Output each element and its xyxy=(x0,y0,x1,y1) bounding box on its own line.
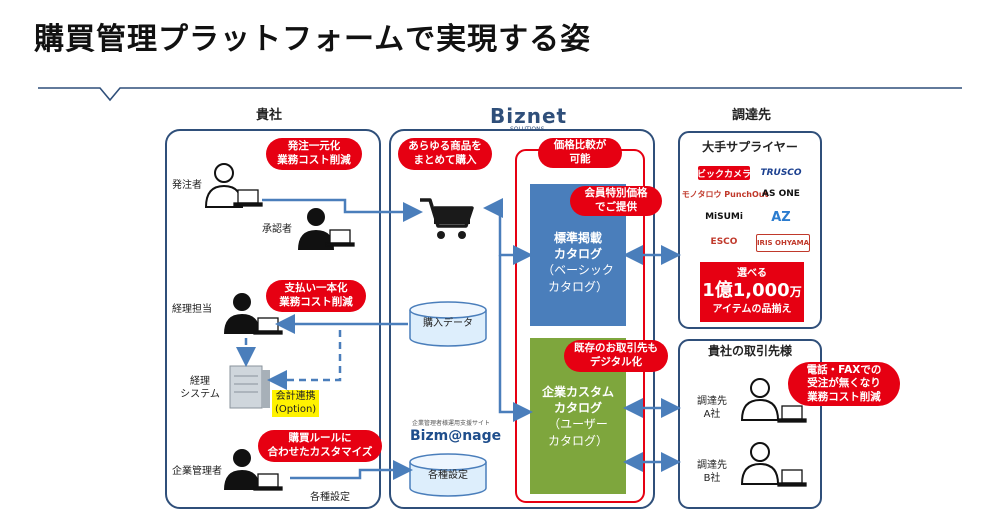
logo-monotaro: モノタロウ PunchOut xyxy=(681,189,769,199)
catalog-standard-label: 標準掲載 カタログ （ベーシック カタログ） xyxy=(542,231,614,294)
system-label: 経理システム xyxy=(180,376,220,400)
logo-misumi: MiSUMi xyxy=(705,212,743,222)
orderer-label: 発注者 xyxy=(172,180,202,191)
choose-label: 選べる xyxy=(737,268,767,279)
logo-bic: ビックカメラ xyxy=(697,166,751,180)
bubble-payment-unify: 支払い一本化業務コスト削減 xyxy=(266,280,366,312)
logo-iris: IRIS OHYAMA xyxy=(756,234,810,252)
admin-label: 企業管理者 xyxy=(172,466,222,477)
person-icon-accounting xyxy=(224,293,260,334)
partners-box xyxy=(678,339,822,509)
catalog-custom-label: 企業カスタム カタログ （ユーザー カタログ） xyxy=(541,385,614,448)
arrow-cart-standard xyxy=(483,198,533,265)
bubble-purchase-rule: 購買ルールに合わせたカスタマイズ xyxy=(258,430,382,462)
assortment-label: アイテムの品揃え xyxy=(712,304,792,315)
person-icon-supplier-b xyxy=(740,442,780,485)
section-right-title: 調達先 xyxy=(732,108,772,123)
logo-esco: ESCO xyxy=(710,237,738,247)
bubble-price-compare: 価格比較が可能 xyxy=(538,138,622,168)
suppliers-title: 大手サプライヤー xyxy=(702,140,798,154)
biznet-logo-sub: SOLUTIONS xyxy=(510,126,545,133)
purchase-data-db xyxy=(409,301,487,347)
page-title: 購買管理プラットフォームで実現する姿 xyxy=(34,22,592,57)
logo-az: AZ xyxy=(771,209,791,225)
bubble-existing-digital: 既存のお取引先もデジタル化 xyxy=(564,340,668,372)
server-icon xyxy=(229,365,270,409)
bizmanage-caption: 企業管理者様運用支援サイト xyxy=(412,420,491,427)
bubble-fax-reduction: 電話・FAXでの受注が無くなり業務コスト削減 xyxy=(788,362,900,406)
cart-icon xyxy=(420,198,474,239)
biznet-logo: Biznet xyxy=(490,104,568,128)
arrow-admin-settings xyxy=(290,460,413,480)
section-left-title: 貴社 xyxy=(256,108,283,123)
person-icon-admin xyxy=(224,449,260,490)
item-count-badge xyxy=(700,262,804,322)
arrow-cart-custom xyxy=(498,255,533,422)
accounting-link-badge: 会計連携(Option) xyxy=(272,390,320,417)
accounting-label: 経理担当 xyxy=(172,304,212,315)
laptop-icon xyxy=(233,189,807,491)
arrow-orderer-cart xyxy=(262,198,423,222)
logo-asone: AS ONE xyxy=(762,189,800,199)
person-icon-supplier-a xyxy=(740,378,780,421)
settings-label: 各種設定 xyxy=(310,492,350,503)
logo-trusco: TRUSCO xyxy=(760,168,802,178)
bizmanage-logo: Bizm@nage xyxy=(410,428,502,444)
dashed-arrow-data-system xyxy=(267,330,342,390)
title-divider xyxy=(38,87,962,102)
partners-title: 貴社の取引先様 xyxy=(707,344,792,358)
approver-label: 承認者 xyxy=(262,224,292,235)
bubble-member-price: 会員特別価格でご提供 xyxy=(570,186,662,216)
item-count: 1億1,000万 xyxy=(702,280,802,301)
purchase-data-label: 購入データ xyxy=(423,318,473,329)
bubble-buy-all: あらゆる商品をまとめて購入 xyxy=(398,138,492,170)
bubble-order-unify: 発注一元化業務コスト削減 xyxy=(266,138,362,170)
settings-db xyxy=(409,453,487,497)
settings-db-label: 各種設定 xyxy=(428,470,468,481)
person-icon-approver xyxy=(298,208,334,250)
